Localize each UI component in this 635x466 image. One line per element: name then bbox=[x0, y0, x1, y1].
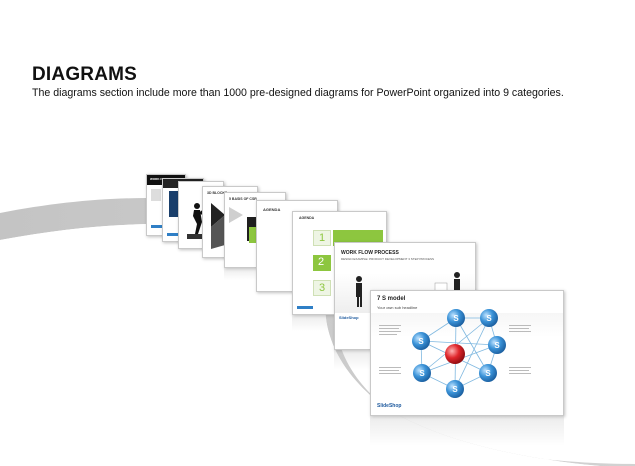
slide-title: WORK FLOW PROCESS bbox=[341, 250, 399, 256]
slide-logo bbox=[167, 233, 179, 236]
slide-logo bbox=[297, 306, 313, 309]
s-node-icon bbox=[413, 364, 431, 382]
agenda-number: 3 bbox=[319, 282, 326, 294]
node-letter: S bbox=[485, 369, 491, 378]
slide-title: 5 BASIS OF CSR bbox=[229, 197, 257, 201]
s-node-icon bbox=[412, 332, 430, 350]
s-node-icon bbox=[488, 336, 506, 354]
slide-subtitle: Your own sub headline bbox=[377, 305, 418, 310]
slide-thumbnail-9[interactable]: 7 S model Your own sub headline bbox=[370, 290, 564, 416]
slide-title: 7 S model bbox=[377, 296, 406, 302]
slide-reflection bbox=[224, 268, 256, 280]
node-letter: S bbox=[486, 314, 492, 323]
slide-title: AGENDA bbox=[263, 207, 281, 212]
slideshop-logo: SlideShop bbox=[377, 403, 402, 409]
node-letter: S bbox=[494, 341, 500, 350]
s-node-icon bbox=[447, 309, 465, 327]
node-letter: S bbox=[452, 385, 458, 394]
slide-title: WORK F bbox=[150, 177, 163, 181]
slide-logo bbox=[151, 225, 163, 228]
agenda-number-box-2: 2 bbox=[313, 255, 331, 271]
agenda-number: 1 bbox=[319, 232, 326, 244]
slide-title: AGENDA bbox=[299, 216, 315, 220]
center-node-icon bbox=[445, 344, 465, 364]
page-subtitle: The diagrams section include more than 1… bbox=[32, 87, 564, 99]
agenda-number-box-3: 3 bbox=[313, 280, 331, 296]
slideshop-logo: SlideShop bbox=[339, 315, 359, 320]
slide-subtitle: DESIGN EXAMPLE: PRODUCT DEVELOPMENT 3 ST… bbox=[341, 257, 435, 261]
s-node-icon bbox=[479, 364, 497, 382]
seven-s-network-graphic: S S S S S S S bbox=[379, 309, 531, 398]
agenda-number: 2 bbox=[318, 256, 325, 268]
slide-figure bbox=[151, 189, 161, 201]
node-letter: S bbox=[453, 314, 459, 323]
placeholder-text-lines bbox=[379, 325, 531, 374]
agenda-number-box-1: 1 bbox=[313, 230, 331, 246]
slide-reflection bbox=[370, 416, 564, 446]
s-node-icon bbox=[480, 309, 498, 327]
slide-title: 3D BLOCKS bbox=[207, 191, 228, 195]
node-letter: S bbox=[418, 337, 424, 346]
s-node-icon bbox=[446, 380, 464, 398]
node-letter: S bbox=[419, 369, 425, 378]
page-title: DIAGRAMS bbox=[32, 64, 138, 85]
slide-reflection bbox=[292, 315, 334, 331]
slide-reflection bbox=[334, 350, 370, 370]
